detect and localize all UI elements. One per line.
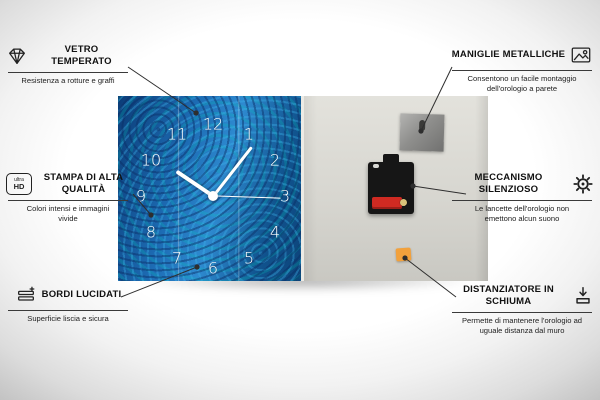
mechanism-slot [372,164,379,168]
callout-foam-spacer: DISTANZIATORE IN SCHIUMA Permette di man… [450,284,594,336]
callout-print-quality: ultra HD STAMPA DI ALTA QUALITÀ Colori i… [6,172,130,224]
ultra-hd-icon: ultra HD [6,172,32,195]
clock-number: 7 [171,248,183,268]
clock-center-cap [208,191,218,201]
divider [452,311,592,313]
clock-number: 12 [202,114,224,134]
callout-title: BORDI LUCIDATI [41,289,122,301]
hanger-slot [418,119,425,132]
mechanism-hanger-tab [382,154,399,163]
foam-spacer [395,247,411,262]
callout-title: MANIGLIE METALLICHE [451,49,566,61]
picture-icon [570,44,592,66]
divider [8,310,128,311]
clock-number: 8 [145,222,157,242]
foam-spacer-icon [572,285,594,307]
callout-title: STAMPA DI ALTA QUALITÀ [43,172,124,195]
ultra-hd-label-top: ultra [14,176,24,183]
metal-hanger-plate [399,113,444,152]
wall-clock-product: 12 1 2 3 4 5 6 7 8 9 10 11 [118,96,488,281]
polished-edges-icon [15,284,37,306]
clock-number: 3 [279,186,291,206]
divider [452,199,592,201]
clock-number: 10 [140,150,162,170]
clock-number: 6 [207,258,219,278]
ultra-hd-label-bottom: HD [13,181,25,191]
callout-title: VETRO TEMPERATO [51,44,112,67]
hand-shaft [399,199,407,206]
clock-number: 4 [269,222,281,242]
divider [452,70,592,71]
diamond-icon [6,45,28,67]
callout-subtitle: Le lancette dell'orologio non emettono a… [474,203,570,223]
callout-subtitle: Resistenza a rotture e graffi [21,75,115,85]
clock-number: 5 [243,248,255,268]
gear-icon [572,173,594,195]
divider [8,71,128,73]
clock-front-panel: 12 1 2 3 4 5 6 7 8 9 10 11 [118,96,301,281]
clock-number: 1 [243,124,255,144]
callout-title: MECCANISMO SILENZIOSO [474,172,543,195]
callout-tempered-glass: VETRO TEMPERATO Resistenza a rotture e g… [6,44,130,86]
second-hand [213,195,282,200]
clock-number: 11 [166,124,188,144]
callout-silent-mechanism: MECCANISMO SILENZIOSO Le lancette dell'o… [450,172,594,224]
divider [8,199,128,201]
callout-subtitle: Superficie liscia e sicura [27,314,109,323]
callout-metal-hangers: MANIGLIE METALLICHE Consentono un facile… [450,44,594,95]
clock-number: 2 [269,150,281,170]
callout-subtitle: Colori intensi e immagini vivide [26,203,110,223]
minute-hand [211,146,253,197]
callout-polished-edges: BORDI LUCIDATI Superficie liscia e sicur… [6,284,130,324]
clock-mechanism [367,154,414,214]
callout-title: DISTANZIATORE IN SCHIUMA [463,284,554,307]
clock-number: 9 [135,186,147,206]
battery [371,197,405,209]
callout-subtitle: Permette di mantenere l'orologio ad ugua… [461,315,583,335]
callout-subtitle: Consentono un facile montaggio dell'orol… [467,74,577,94]
